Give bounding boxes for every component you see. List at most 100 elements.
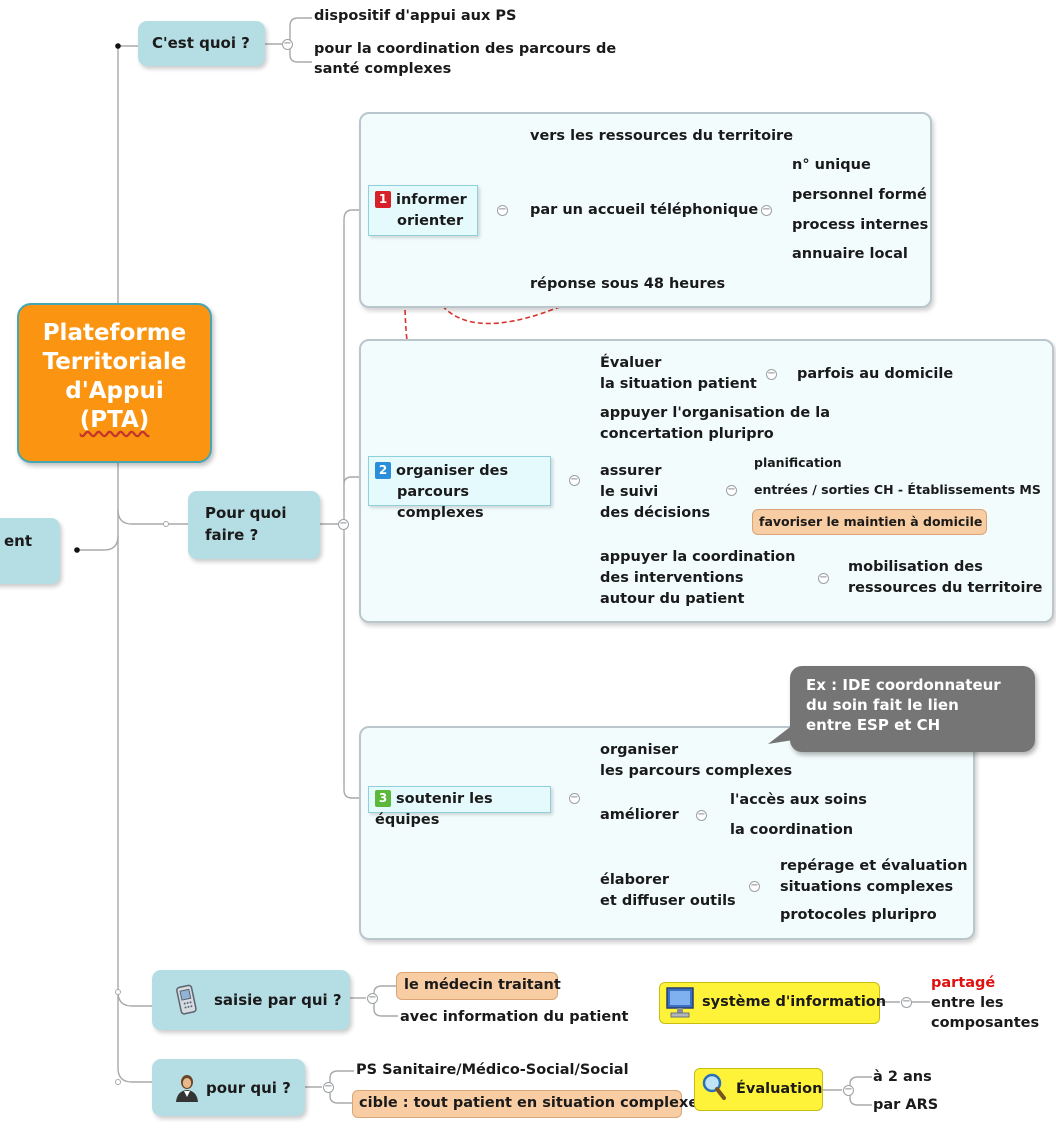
assurer-child: favoriser le maintien à domicile — [759, 514, 983, 529]
left-partial-topic-label: ent — [4, 532, 33, 550]
collapse-toggle[interactable]: − — [569, 792, 580, 804]
systeme-item: partagé — [931, 975, 996, 991]
collapse-toggle[interactable]: − — [569, 474, 580, 486]
pour-qui-item: PS Sanitaire/Médico-Social/Social — [356, 1062, 629, 1078]
collapse-toggle[interactable]: − — [749, 880, 760, 892]
subtopic-organiser-line: parcours complexes — [397, 484, 484, 521]
person-icon — [176, 1074, 198, 1102]
soutenir-item-line: les parcours complexes — [600, 763, 793, 779]
collapse-toggle[interactable]: − — [696, 809, 707, 821]
topic-pour-quoi-faire-line: faire ? — [205, 526, 259, 544]
soutenir-item: organiser les parcours complexes — [600, 740, 792, 782]
organiser-item: assurer le suivi des décisions — [600, 461, 710, 524]
assurer-child-highlight — [752, 509, 987, 535]
accueil-item: n° unique — [792, 157, 871, 173]
subtopic-informer-line: informer — [396, 192, 467, 208]
organiser-item: appuyer l'organisation de la concertatio… — [600, 403, 830, 445]
collapse-toggle[interactable]: − — [367, 992, 378, 1004]
accueil-item: annuaire local — [792, 246, 908, 262]
accueil-item: process internes — [792, 217, 929, 233]
organiser-item-line: appuyer l'organisation de la — [600, 405, 830, 421]
collapse-toggle[interactable]: − — [766, 368, 777, 380]
elaborer-child-line: situations complexes — [780, 879, 954, 895]
organiser-item-line: assurer — [600, 463, 662, 479]
cest-quoi-item: pour la coordination des parcours de — [314, 41, 617, 57]
saisie-item: le médecin traitant — [404, 977, 561, 993]
topic-systeme-information[interactable] — [659, 982, 880, 1024]
evaluer-child: parfois au domicile — [797, 366, 954, 382]
left-partial-topic[interactable]: ent — [0, 518, 60, 584]
central-topic-line: d'Appui — [65, 378, 164, 404]
topic-cest-quoi[interactable]: C'est quoi ? — [138, 21, 265, 66]
collapse-toggle[interactable]: − — [282, 38, 293, 50]
assurer-child: planification — [754, 455, 842, 470]
informer-item: par un accueil téléphonique — [530, 202, 759, 218]
cest-quoi-item: dispositif d'appui aux PS — [314, 8, 517, 24]
elaborer-child: protocoles pluripro — [780, 907, 937, 923]
organiser-item: appuyer la coordination des intervention… — [600, 547, 795, 610]
callout-line: du soin fait le lien — [806, 696, 959, 714]
informer-item: réponse sous 48 heures — [530, 276, 726, 292]
number-3-icon: 3 — [375, 790, 391, 807]
topic-pour-qui-label: pour qui ? — [206, 1078, 291, 1097]
topic-evaluation-label: Évaluation — [736, 1081, 823, 1097]
panel-soutenir — [359, 726, 975, 940]
subtopic-informer[interactable]: 1 informer orienter — [368, 185, 478, 236]
saisie-item: avec information du patient — [400, 1009, 629, 1025]
number-1-icon: 1 — [375, 191, 391, 208]
topic-saisie[interactable]: saisie par qui ? — [152, 970, 350, 1030]
organiser-item: Évaluer la situation patient — [600, 353, 757, 395]
organiser-item-line: des décisions — [600, 505, 711, 521]
callout-line: Ex : IDE coordonnateur — [806, 676, 1001, 694]
subtopic-informer-line: orienter — [397, 213, 464, 229]
topic-systeme-label: système d'information — [702, 994, 887, 1010]
organiser-item-line: Évaluer — [600, 355, 662, 371]
soutenir-item: élaborer et diffuser outils — [600, 870, 736, 912]
organiser-item-line: appuyer la coordination — [600, 549, 796, 565]
organiser-item-line: concertation pluripro — [600, 426, 774, 442]
topic-pour-quoi-faire[interactable]: Pour quoi faire ? — [188, 491, 320, 559]
collapse-toggle[interactable]: − — [323, 1081, 334, 1093]
mobile-phone-icon — [176, 984, 197, 1015]
organiser-item-line: le suivi — [600, 484, 659, 500]
callout-line: entre ESP et CH — [806, 716, 941, 734]
assurer-child: entrées / sorties CH - Établissements MS — [754, 482, 1041, 497]
pour-qui-highlight — [352, 1090, 682, 1118]
topic-cest-quoi-label: C'est quoi ? — [152, 34, 250, 52]
number-2-icon: 2 — [375, 462, 391, 479]
magnifier-icon — [702, 1073, 726, 1100]
appuyer-coord-child-line: ressources du territoire — [848, 580, 1043, 596]
soutenir-item-line: organiser — [600, 742, 679, 758]
collapse-toggle[interactable]: − — [901, 996, 912, 1008]
elaborer-child: repérage et évaluation situations comple… — [780, 856, 968, 898]
pour-qui-item: cible : tout patient en situation comple… — [359, 1095, 699, 1111]
callout-example: Ex : IDE coordonnateur du soin fait le l… — [790, 666, 1035, 752]
elaborer-child-line: repérage et évaluation — [780, 858, 968, 874]
ameliorer-child: la coordination — [730, 822, 854, 838]
accueil-item: personnel formé — [792, 187, 927, 203]
collapse-toggle[interactable]: − — [338, 518, 349, 530]
topic-pour-qui[interactable]: pour qui ? — [152, 1059, 305, 1116]
collapse-toggle[interactable]: − — [843, 1084, 854, 1096]
evaluation-item: à 2 ans — [873, 1069, 932, 1085]
topic-pour-quoi-faire-line: Pour quoi — [205, 504, 287, 522]
appuyer-coord-child: mobilisation des ressources du territoir… — [848, 557, 1042, 599]
collapse-toggle[interactable]: − — [726, 484, 737, 496]
subtopic-soutenir-label: soutenir les équipes — [375, 791, 493, 828]
collapse-toggle[interactable]: − — [497, 204, 508, 216]
callout-pointer — [768, 724, 806, 744]
appuyer-coord-child-line: mobilisation des — [848, 559, 983, 575]
organiser-item-line: autour du patient — [600, 591, 745, 607]
topic-saisie-label: saisie par qui ? — [214, 991, 342, 1009]
saisie-highlight — [396, 972, 558, 1000]
central-topic-line: Territoriale — [42, 349, 187, 375]
systeme-item: composantes — [931, 1015, 1040, 1031]
organiser-item-line: la situation patient — [600, 376, 757, 392]
collapse-toggle[interactable]: − — [818, 572, 829, 584]
collapse-toggle[interactable]: − — [761, 204, 772, 216]
soutenir-item: améliorer — [600, 807, 679, 823]
computer-monitor-icon — [666, 987, 694, 1018]
central-topic[interactable]: Plateforme Territoriale d'Appui (PTA) — [17, 303, 212, 463]
